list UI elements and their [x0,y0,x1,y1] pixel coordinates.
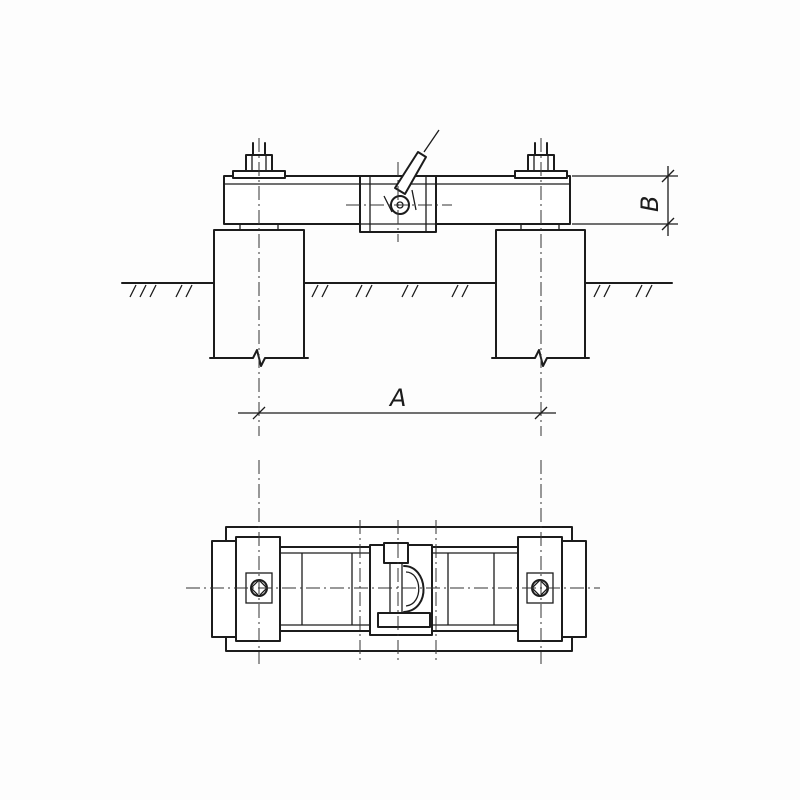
dimension-b: B [572,166,678,236]
clamp-bracket-icon [383,129,440,215]
elevation-view: A B [121,129,678,436]
ground-hatch-icon [121,282,673,298]
left-pier [209,229,309,367]
right-pier [491,229,590,367]
dimension-b-label: B [636,196,664,212]
plan-left-bearing-block [211,536,281,642]
plan-right-bearing-block [517,536,587,642]
dimension-a: A [238,384,556,420]
plan-view [186,460,600,664]
dimension-a-label: A [388,384,406,412]
plan-clamp-assembly [369,542,433,636]
